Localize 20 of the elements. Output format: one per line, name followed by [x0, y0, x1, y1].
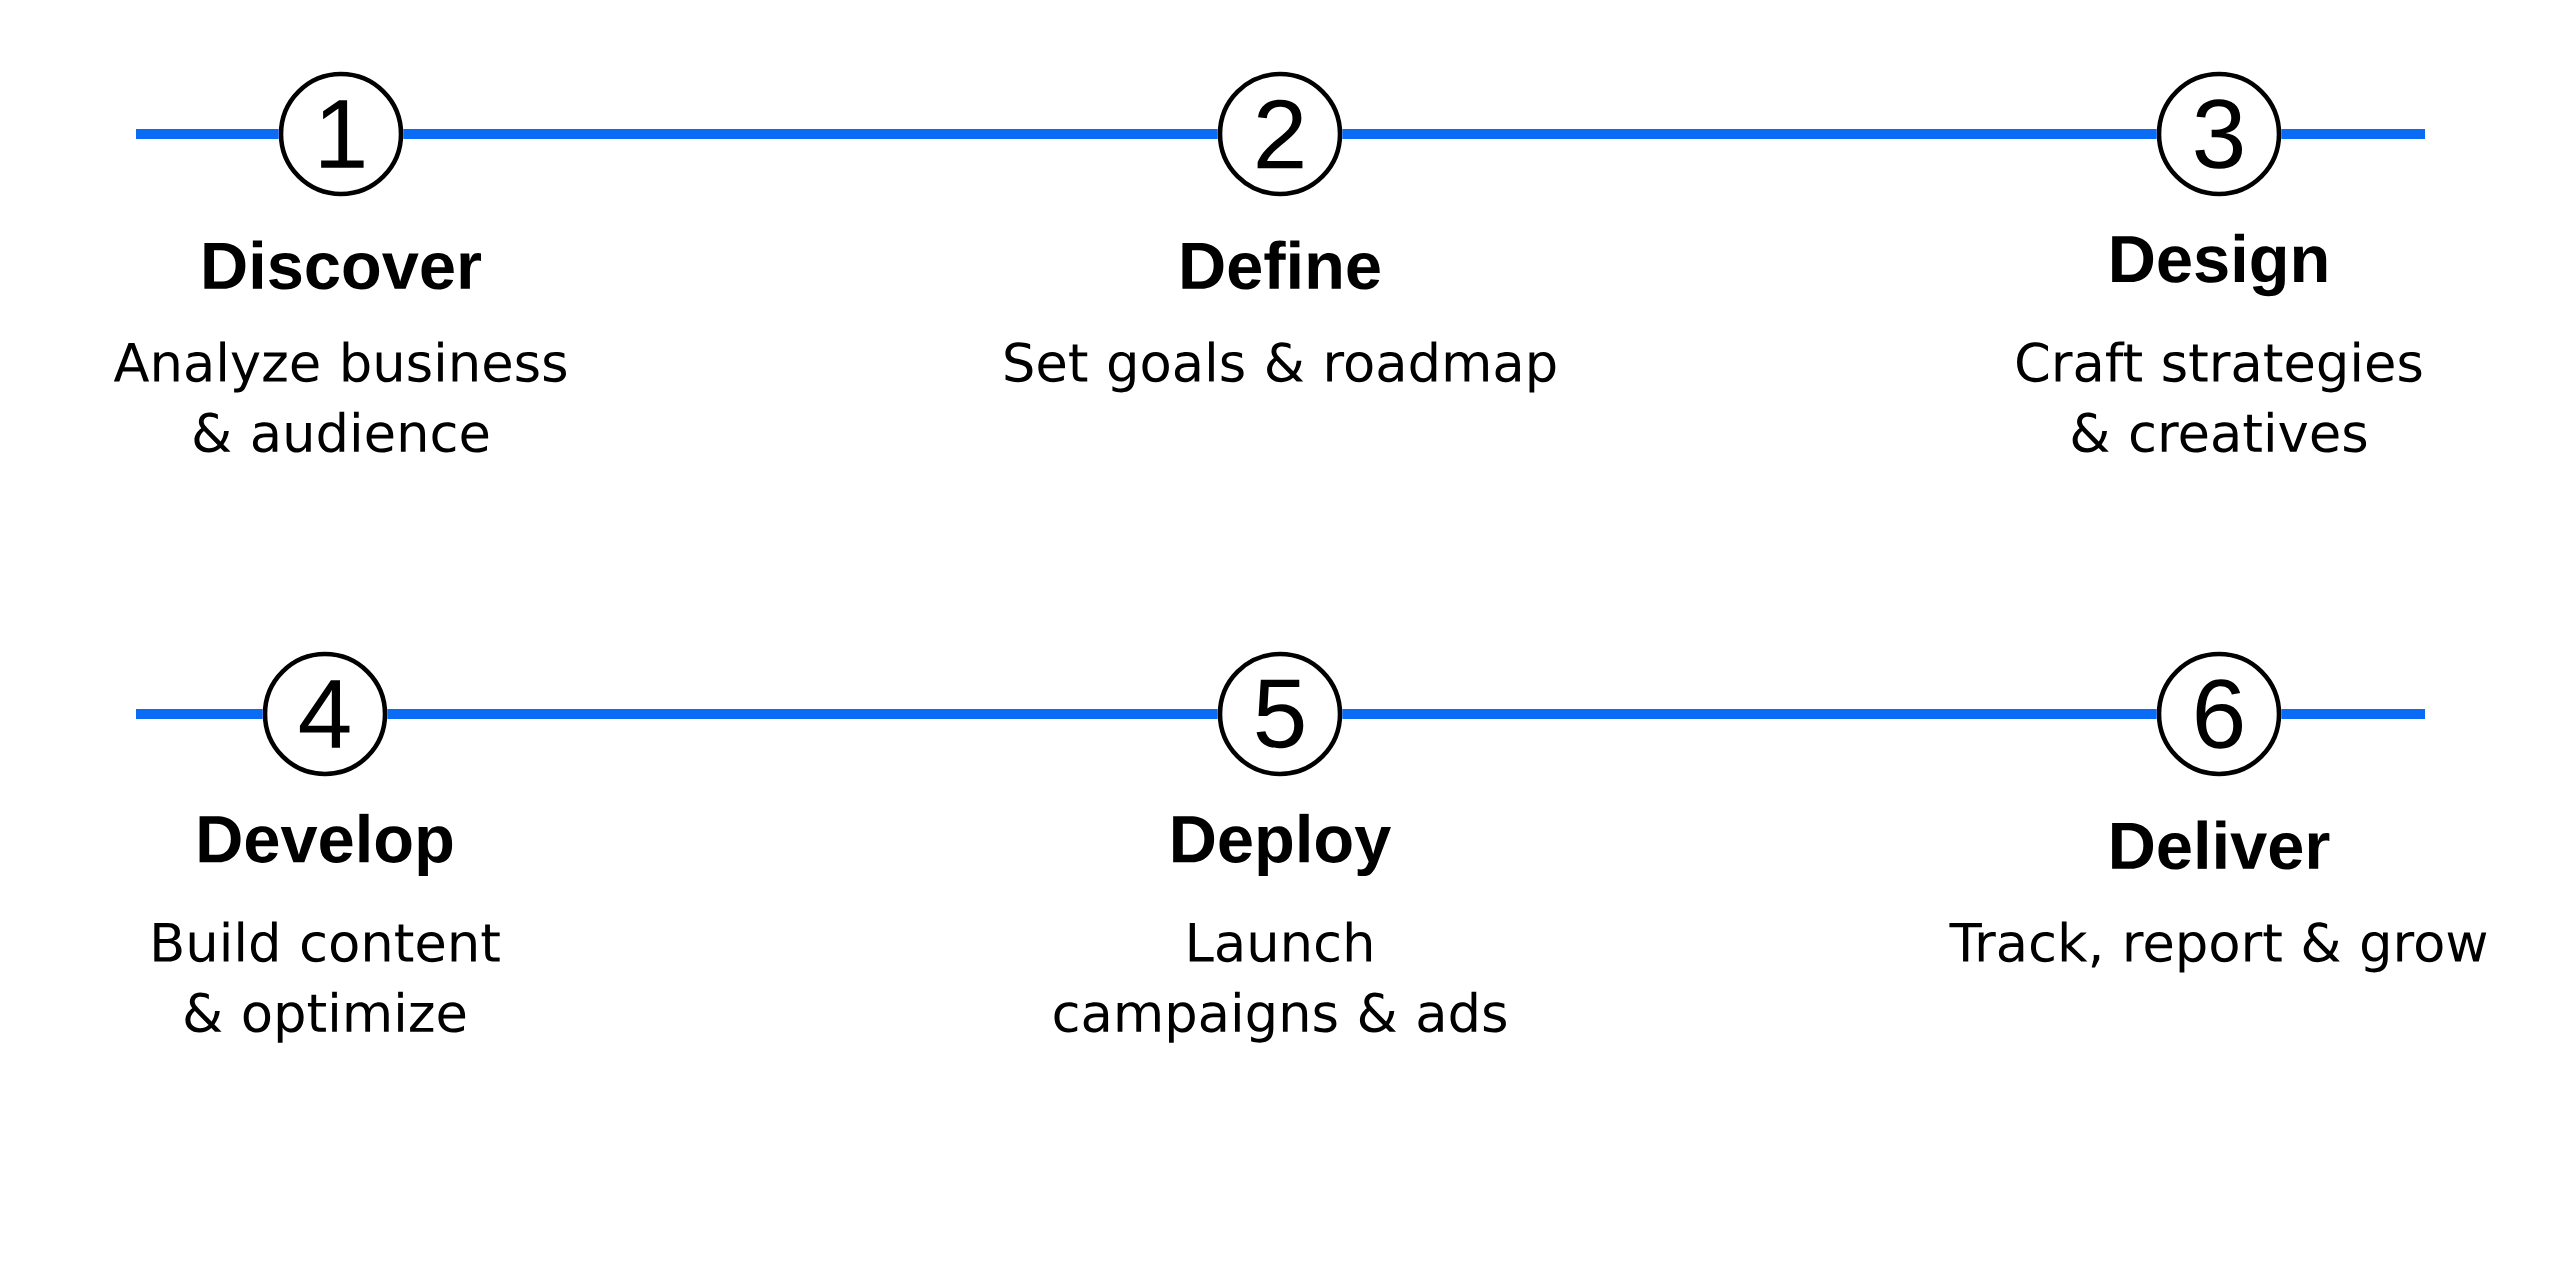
- timeline-line: [1342, 129, 2157, 139]
- step-description: Analyze business & audience: [113, 341, 566, 453]
- step-title: Discover: [204, 240, 481, 290]
- step-description: Launch campaigns & ads: [1054, 921, 1506, 1043]
- step-title: Deliver: [2112, 820, 2330, 870]
- step-description: Track, report & grow: [1949, 921, 2487, 973]
- timeline-line: [403, 129, 1218, 139]
- step-title: Deploy: [1173, 813, 1391, 877]
- timeline-line: [2281, 129, 2425, 139]
- timeline-line: [387, 709, 1218, 719]
- timeline-line: [1342, 709, 2157, 719]
- timeline-line: [136, 709, 263, 719]
- step-description: Set goals & roadmap: [1005, 341, 1556, 393]
- step-title: Develop: [199, 813, 453, 877]
- step-description: Build content & optimize: [154, 921, 500, 1043]
- timeline-line: [136, 129, 279, 139]
- step-title: Design: [2112, 233, 2327, 297]
- timeline-line: [2281, 709, 2425, 719]
- step-description: Craft strategies & creatives: [2017, 341, 2422, 453]
- step-title: Define: [1182, 240, 1380, 290]
